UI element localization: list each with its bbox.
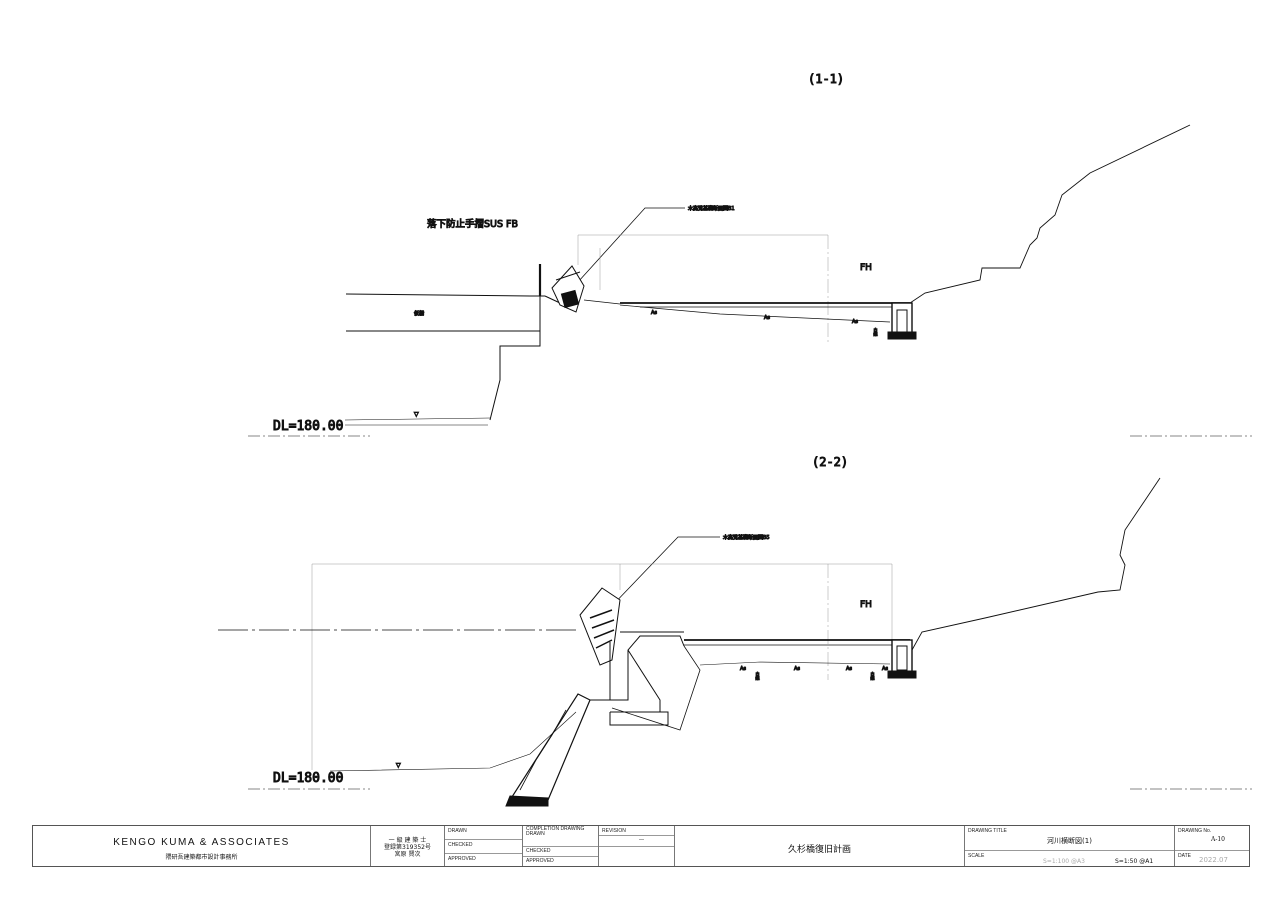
signature-cell: DRAWN CHECKED APPROVED bbox=[445, 826, 523, 866]
drawing-no-label: DRAWING No. bbox=[1178, 828, 1212, 834]
bridge-deck-2 bbox=[620, 631, 910, 646]
dimension-lines-1 bbox=[577, 234, 829, 345]
firm-name: KENGO KUMA & ASSOCIATES bbox=[113, 837, 290, 848]
bridge-deck-1 bbox=[583, 299, 910, 323]
checked-label: CHECKED bbox=[448, 842, 473, 848]
right-abutment-1 bbox=[887, 302, 917, 340]
marker-as-1a: As bbox=[651, 310, 657, 316]
section-2-2-label: (2-2) bbox=[812, 455, 848, 469]
abutment-2 bbox=[609, 635, 685, 726]
project-cell: 久杉橋復旧計画 bbox=[675, 826, 965, 866]
callout-2: 木高覧基礎断面図B5 bbox=[723, 534, 770, 541]
right-terrain-1 bbox=[909, 124, 1191, 304]
right-abutment-2 bbox=[887, 639, 917, 679]
callout-leader-2 bbox=[607, 536, 720, 611]
drawing-no: A-10 bbox=[1211, 836, 1225, 843]
railing-foundation-1 bbox=[551, 265, 585, 313]
approved-label: APPROVED bbox=[448, 856, 476, 862]
fh-label-1: FH bbox=[860, 263, 872, 273]
water-line-2 bbox=[329, 711, 577, 772]
marker-as-2a: As bbox=[740, 666, 746, 672]
left-bank-1 bbox=[345, 264, 561, 421]
marker-as-1c: As bbox=[852, 319, 858, 325]
approved2-label: APPROVED bbox=[526, 858, 554, 864]
project-name: 久杉橋復旧計画 bbox=[787, 845, 851, 855]
water-symbol-2: ▽ bbox=[396, 762, 401, 769]
pier-note-2a: 白線 bbox=[756, 671, 761, 680]
handrail-note: 落下防止手摺SUS FB bbox=[427, 218, 518, 230]
revision-label: REVISION bbox=[602, 828, 626, 834]
railing-foundation-2 bbox=[579, 587, 621, 666]
water-symbol-1: ▽ bbox=[414, 411, 419, 418]
architect-name: 宮原 賢次 bbox=[394, 851, 421, 858]
riverbed-2b bbox=[699, 661, 891, 666]
fh-label-2: FH bbox=[860, 600, 872, 610]
scale-label: SCALE bbox=[968, 853, 985, 859]
datum-2: DL=180.00 bbox=[273, 771, 343, 786]
section-1-1-label: (1-1) bbox=[808, 72, 844, 86]
pier-note-1: 白線 bbox=[874, 327, 879, 336]
completion-cell: COMPLETION DRAWING DRAWN CHECKED APPROVE… bbox=[523, 826, 599, 866]
completion-label: COMPLETION DRAWING DRAWN bbox=[526, 826, 585, 837]
marker-as-2d: As bbox=[882, 666, 888, 672]
date: 2022.07 bbox=[1199, 856, 1228, 864]
scale-a3: S=1:100 @A3 bbox=[1043, 858, 1085, 865]
marker-as-2b: As bbox=[794, 666, 800, 672]
marker-as-2c: As bbox=[846, 666, 852, 672]
firm-cell: KENGO KUMA & ASSOCIATES 隈研吾建築都市設計事務所 bbox=[33, 826, 371, 866]
right-terrain-2 bbox=[911, 477, 1161, 651]
scale-a1: S=1:50 @A1 bbox=[1115, 858, 1154, 865]
revision-mark: — bbox=[639, 837, 644, 843]
drawing-number-cell: DRAWING No. A-10 DATE 2022.07 bbox=[1175, 826, 1249, 866]
section-1-1: (1-1) 落下防止手摺SUS FB 木高覧基礎断面図B1 仮橋 bbox=[248, 72, 1252, 437]
architect-title: 一 級 建 築 士 bbox=[388, 837, 427, 844]
dimension-lines-2 bbox=[311, 563, 893, 770]
riverbed-2 bbox=[611, 645, 701, 731]
callout-leader-1 bbox=[577, 207, 685, 283]
river-cross-section-drawing: (1-1) 落下防止手摺SUS FB 木高覧基礎断面図B1 仮橋 bbox=[218, 72, 1252, 807]
water-line-1 bbox=[344, 417, 491, 421]
deck-label: 仮橋 bbox=[414, 310, 424, 317]
date-label: DATE bbox=[1178, 853, 1191, 859]
pier-note-2b: 白線 bbox=[871, 671, 876, 680]
firm-subname: 隈研吾建築都市設計事務所 bbox=[165, 854, 238, 861]
marker-as-1b: As bbox=[764, 315, 770, 321]
datum-1: DL=180.00 bbox=[273, 419, 343, 434]
drawing-title: 河川横断図(1) bbox=[1047, 837, 1092, 845]
title-block: KENGO KUMA & ASSOCIATES 隈研吾建築都市設計事務所 一 級… bbox=[32, 825, 1250, 867]
drawing-title-label: DRAWING TITLE bbox=[968, 828, 1007, 834]
architect-registration: 登録第319352号 bbox=[384, 844, 431, 851]
gabion-slope-2 bbox=[505, 693, 610, 807]
drawn-label: DRAWN bbox=[448, 828, 467, 834]
architect-cell: 一 級 建 築 士 登録第319352号 宮原 賢次 bbox=[371, 826, 445, 866]
callout-1: 木高覧基礎断面図B1 bbox=[688, 205, 735, 212]
drawing-title-cell: DRAWING TITLE 河川横断図(1) SCALE S=1:100 @A3… bbox=[965, 826, 1175, 866]
checked2-label: CHECKED bbox=[526, 848, 551, 854]
section-2-2: (2-2) 木高覧基礎断面図B5 bbox=[218, 455, 1252, 807]
revision-cell: REVISION — bbox=[599, 826, 675, 866]
